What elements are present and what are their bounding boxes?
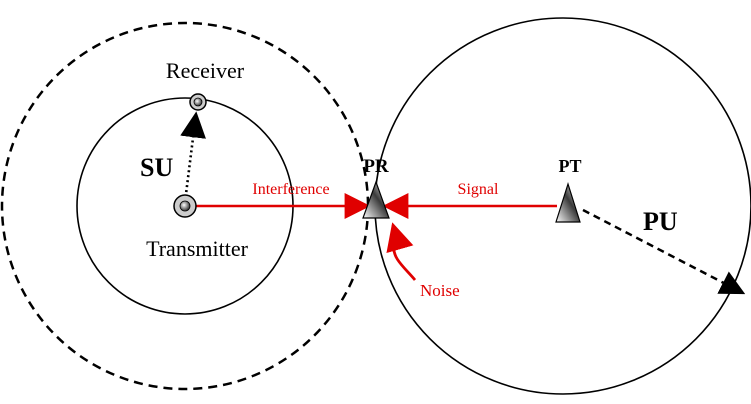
- pu-label: PU: [643, 207, 678, 236]
- noise-arrow: [386, 222, 417, 281]
- pt-node-icon: [555, 182, 581, 223]
- noise-label: Noise: [420, 281, 460, 300]
- transmitter-node-icon: [173, 194, 197, 218]
- pu-radius-arrow: [582, 208, 746, 295]
- pt-label: PT: [558, 156, 581, 176]
- interference-label: Interference: [252, 181, 329, 198]
- receiver-node-icon: [189, 93, 207, 111]
- su-label: SU: [140, 153, 173, 182]
- su-link-arrow: [180, 111, 206, 203]
- pr-label: PR: [363, 156, 389, 177]
- receiver-label: Receiver: [166, 58, 245, 83]
- signal-label: Signal: [458, 181, 499, 198]
- pr-node-icon: [362, 180, 390, 219]
- transmitter-label: Transmitter: [146, 236, 249, 261]
